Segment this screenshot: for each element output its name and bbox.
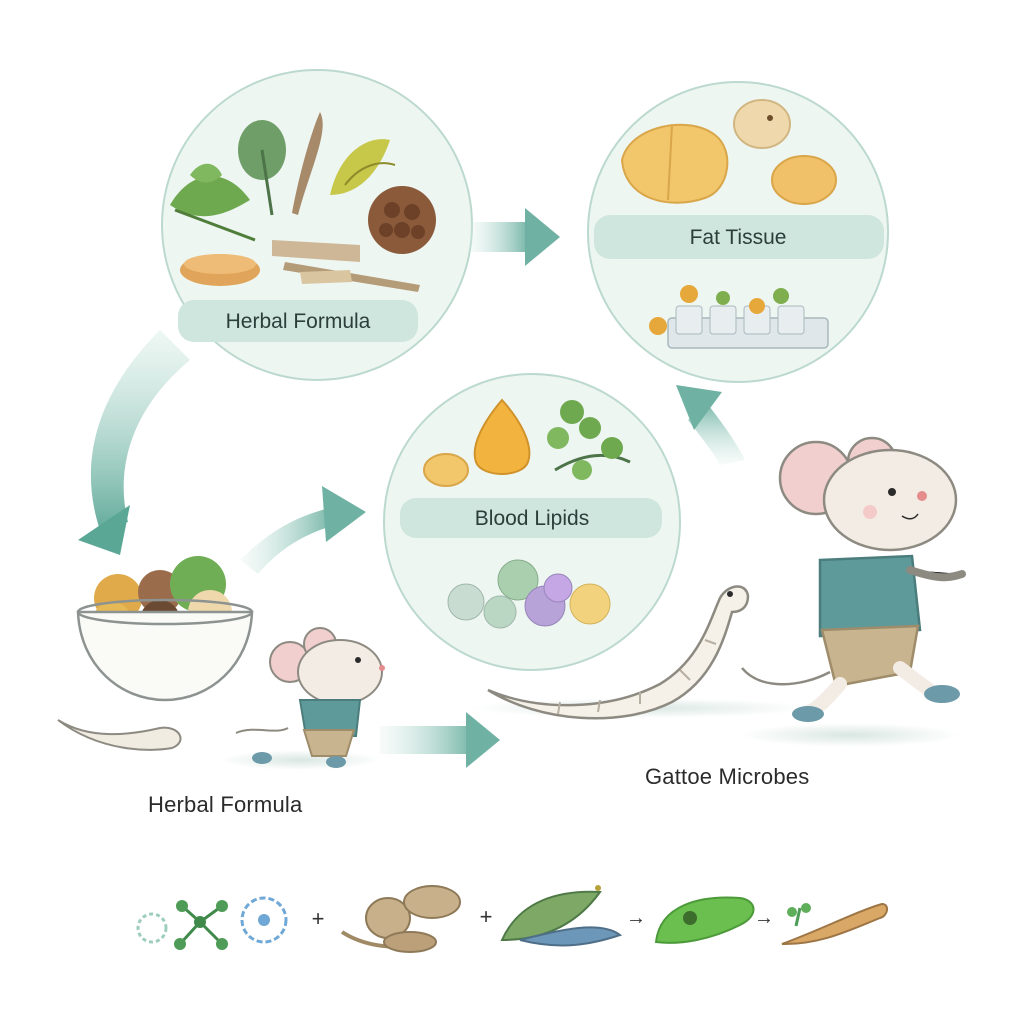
- blood-lipids-bubble: Blood Lipids: [383, 373, 681, 671]
- small-root-icon: [57, 719, 182, 751]
- sequence-separator-1: +: [312, 906, 325, 931]
- fat-banner: [594, 215, 884, 259]
- blood-lipids-bubble-label: Blood Lipids: [475, 507, 589, 530]
- fat-tissue-small-icon: [733, 99, 791, 149]
- lipids-banner: [400, 498, 662, 538]
- small-mouse-figure: [220, 627, 385, 770]
- plant-sprig-icon: [547, 400, 631, 480]
- herb-sprig-icon: [238, 120, 286, 216]
- root-sprout-icon: [781, 902, 888, 946]
- herbal-formula-bubble: Herbal Formula: [161, 69, 473, 381]
- lipid-drop-icon: [473, 398, 531, 475]
- arrow-up-to-fat: [676, 385, 745, 465]
- herb-leaves-icon: [330, 139, 396, 195]
- root-slice-icon: [180, 254, 260, 286]
- seaweed-icon: [500, 885, 623, 947]
- herbal-formula-caption: Herbal Formula: [148, 792, 303, 817]
- sequence-separator-3: →: [626, 907, 646, 929]
- bottom-sequence: + + → →: [136, 885, 888, 953]
- herbal-formula-bubble-label: Herbal Formula: [226, 310, 371, 333]
- leaf-green-icon: [654, 896, 755, 944]
- fat-tissue-large-icon: [620, 123, 729, 204]
- large-mouse-figure: [740, 436, 966, 747]
- fat-tissue-medium-icon: [771, 155, 837, 205]
- root-pieces-icon: [340, 885, 461, 953]
- microbe-pale-icon: [136, 912, 168, 944]
- cell-culture-tray-icon: [649, 285, 829, 349]
- gut-microbes-caption: Gattoe Microbes: [645, 764, 810, 789]
- fat-tissue-bubble-label: Fat Tissue: [690, 226, 787, 249]
- swoop-arrow: [78, 330, 190, 555]
- arrow-to-lipids: [240, 486, 366, 574]
- sprout-green-icon: [174, 900, 228, 950]
- microbe-cluster-icon: [447, 559, 611, 629]
- root-stick-icon: [292, 112, 323, 215]
- herbal-banner: [178, 300, 418, 342]
- root-bundle-icon: [272, 240, 420, 292]
- flower-blue-icon: [240, 896, 288, 944]
- arrow-herbal-to-fat: [470, 208, 560, 266]
- arrow-to-microbes: [380, 712, 500, 768]
- herbal-bowl-icon: [76, 556, 254, 702]
- gut-worm-icon: [470, 585, 810, 720]
- herb-leaf-icon: [170, 163, 256, 242]
- sequence-separator-4: →: [754, 907, 774, 929]
- fat-tissue-bubble: Fat Tissue: [587, 81, 889, 383]
- lipid-small-icon: [423, 453, 469, 487]
- sequence-separator-2: +: [480, 904, 493, 929]
- pinecone-icon: [368, 186, 436, 254]
